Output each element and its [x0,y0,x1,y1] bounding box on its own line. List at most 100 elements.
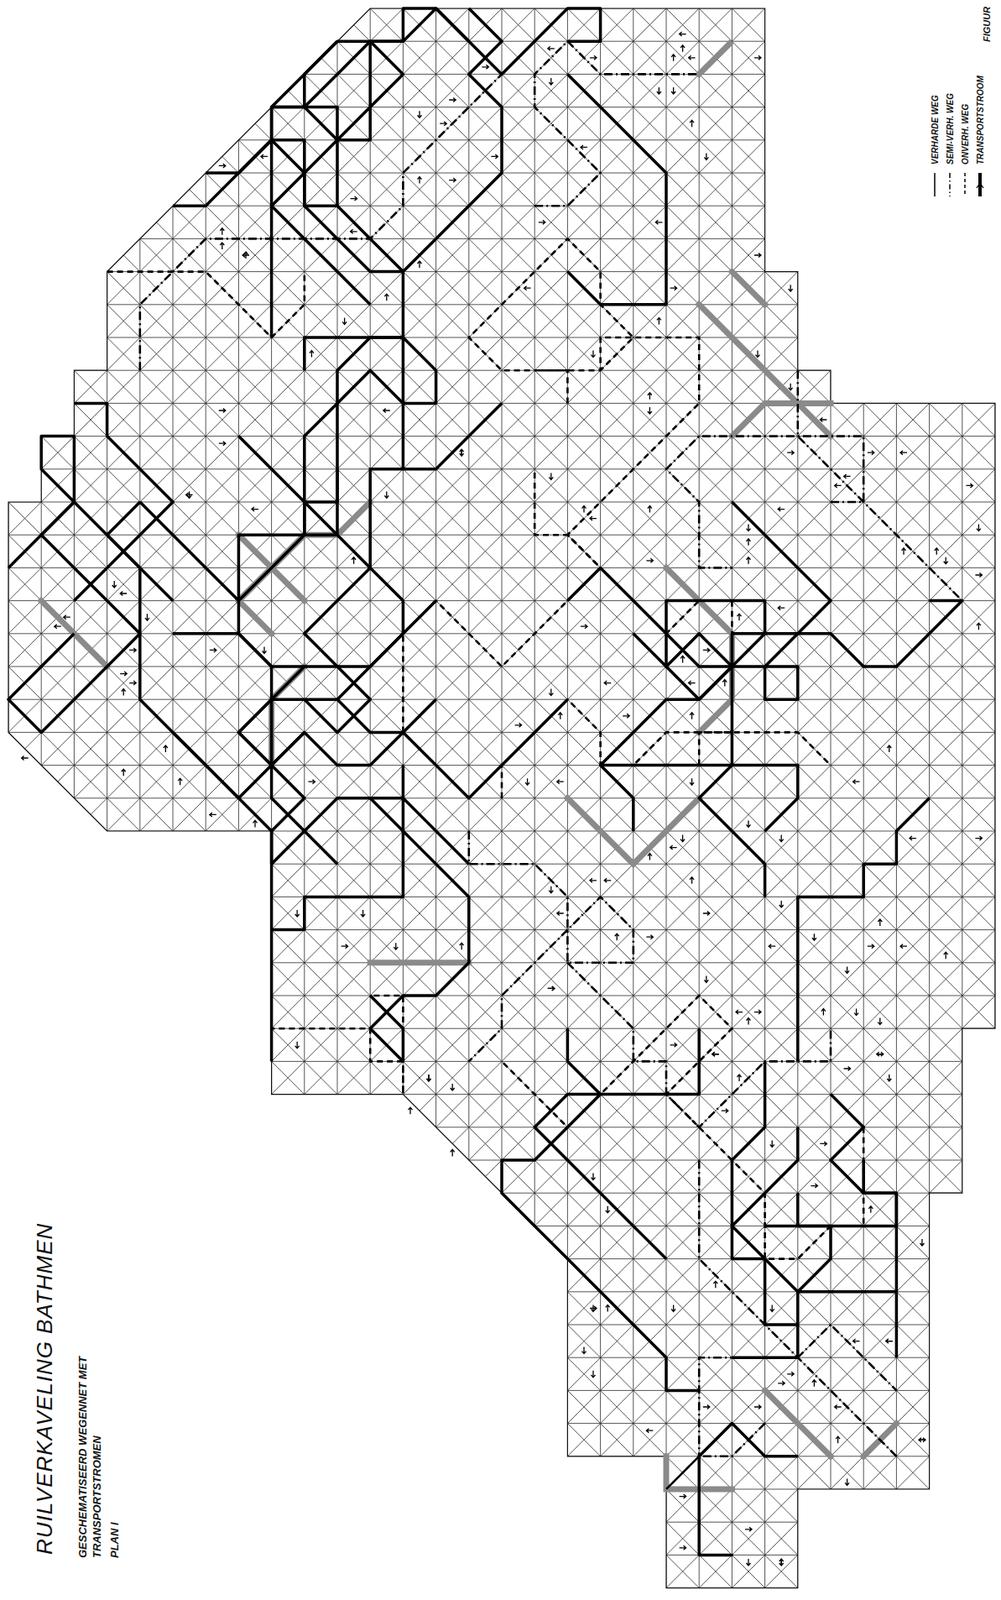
flow-arrow [187,490,192,498]
flow-arrow [671,54,676,62]
flow-arrow [548,886,553,893]
legend-text: ONVERH. WEG [959,104,971,165]
transport-flow [698,304,831,437]
road [567,501,831,699]
flow-arrow [524,286,532,291]
flow-arrow [459,942,465,949]
road [534,1027,699,1258]
legend-sample [948,172,951,197]
road [797,370,963,600]
transport-flow [666,567,732,667]
flow-arrow [209,812,217,817]
grid-line [8,1422,996,1424]
flow-arrow [383,408,391,413]
flow-arrow [901,547,907,555]
grid-line [8,1356,996,1358]
flow-arrow [656,317,662,324]
flow-arrow [671,1303,676,1311]
flow-arrow [121,688,126,696]
figure-label-holder: FIGUUR [981,6,993,42]
grid-line [863,8,996,141]
flow-arrow [918,1437,926,1442]
flow-arrow [557,712,563,720]
flow-arrow [646,557,653,563]
flow-arrow [712,1051,720,1056]
legend-text-holder: ONVERH. WEG [959,104,971,165]
grid-line [73,666,996,1588]
road [731,600,962,667]
flow-arrow [909,835,917,840]
flow-arrow [854,1008,859,1016]
flow-arrow [538,219,546,225]
road [797,797,930,1062]
flow-arrow [853,1338,861,1343]
flow-arrow [448,177,456,183]
grid-line [8,8,864,864]
flow-arrow [770,1139,775,1147]
flow-arrow [810,1183,818,1188]
flow-arrow [900,450,908,455]
grid-line [8,304,996,1292]
flow-arrow [260,154,268,159]
grid-line [830,8,996,173]
legend-text-holder: TRANSPORTSTROOM [974,75,986,165]
flow-arrow [129,647,136,652]
flow-arrow [876,1051,884,1056]
grid-line [8,8,699,699]
road [666,600,766,700]
flow-arrow [557,779,564,784]
grid-line [8,1586,996,1588]
flow-arrow [821,1008,826,1016]
flow-arrow [582,1346,587,1354]
flow-arrow [417,110,423,118]
flow-arrow [604,877,611,882]
flow-arrow [754,55,762,60]
plan-number: PLAN I [107,1521,122,1558]
flow-arrow [360,909,365,917]
road [698,765,798,897]
road [107,271,305,338]
flow-arrow [787,1371,794,1376]
flow-arrow [777,605,785,610]
road [271,41,404,305]
flow-arrow [589,55,597,60]
grid-line [8,1553,42,1587]
road [863,1159,897,1357]
grid-line [929,1521,996,1587]
grid-line [8,1258,338,1588]
flow-arrow [351,557,356,564]
flow-arrow [218,441,226,446]
flow-arrow [309,350,314,358]
flow-arrow [679,1493,687,1498]
road [534,41,699,206]
road [238,469,338,667]
flow-arrow [647,505,652,513]
flow-arrow [867,450,875,455]
flow-arrow [689,119,694,127]
flow-arrow [647,853,652,861]
flow-arrow [768,943,776,949]
grid-line [8,1324,996,1325]
flow-arrow [844,1066,851,1071]
flow-arrow [219,242,225,250]
grid-line [8,1094,502,1588]
flow-arrow [393,942,398,949]
road [666,1324,897,1489]
flow-arrow [844,1477,850,1485]
flow-arrow [646,1428,653,1433]
flow-arrow [590,1173,595,1180]
flow-arrow [450,1148,455,1156]
flow-arrow [779,834,784,842]
grid-line [8,1389,996,1391]
flow-arrow [754,253,762,258]
grid-line [41,633,996,1588]
flow-arrow [919,1238,924,1246]
road [271,8,470,338]
flow-arrow [689,712,694,720]
flow-arrow [590,1303,595,1311]
flow-arrow [439,121,447,126]
flow-arrow [163,745,168,752]
transport-flow [731,271,765,305]
grid-line [436,1027,996,1587]
